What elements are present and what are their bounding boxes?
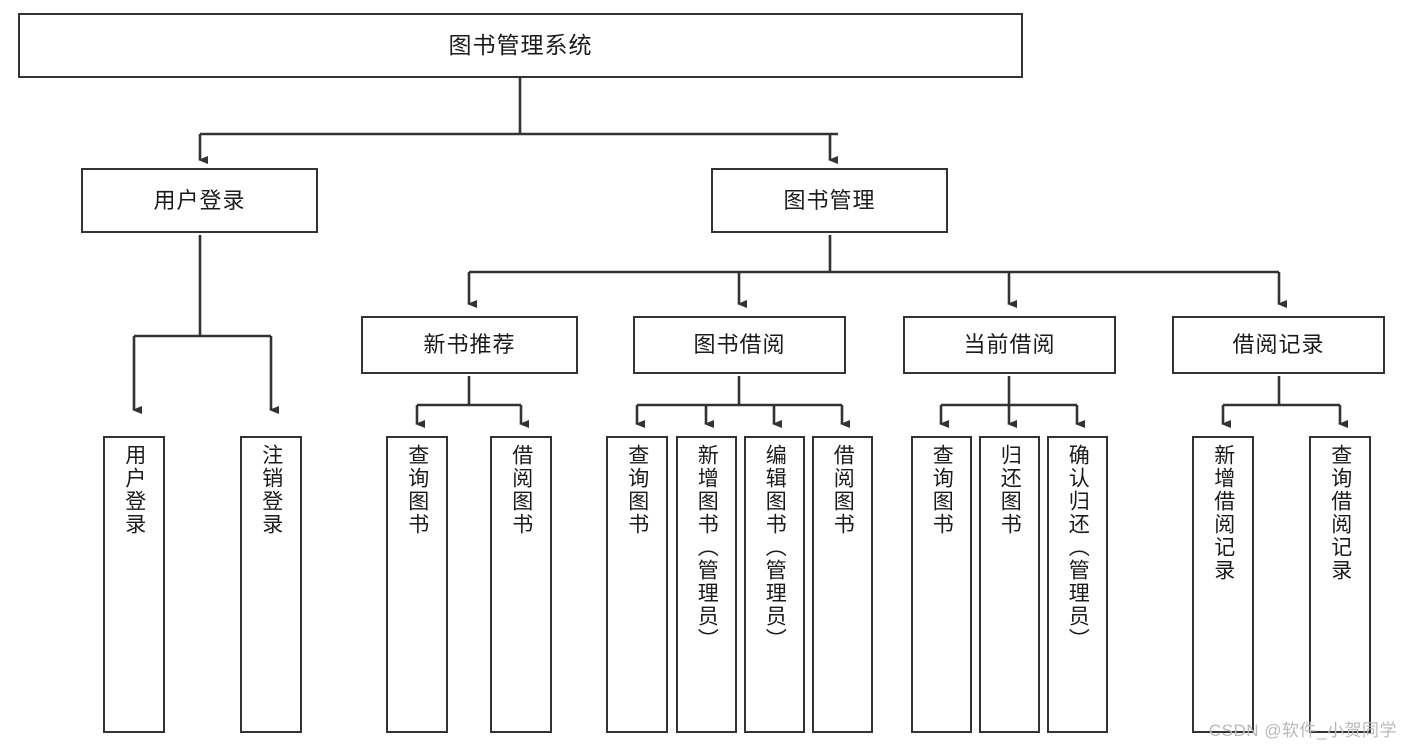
node-new-book-recommend[interactable]: 新书推荐 — [361, 316, 578, 374]
node-label: 图书管理系统 — [448, 32, 593, 59]
node-root-library-system[interactable]: 图书管理系统 — [18, 13, 1023, 78]
node-label: 查询借阅记录 — [1328, 444, 1352, 582]
leaf-current-borrow-return[interactable]: 归还图书 — [979, 436, 1040, 733]
node-label: 编辑图书（管理员） — [763, 444, 787, 651]
node-label: 用户登录 — [122, 444, 146, 536]
node-borrow-record[interactable]: 借阅记录 — [1172, 316, 1385, 374]
leaf-book-borrow-add[interactable]: 新增图书（管理员） — [676, 436, 737, 733]
node-label: 图书管理 — [783, 187, 876, 213]
node-current-borrow[interactable]: 当前借阅 — [903, 316, 1116, 374]
leaf-user-login-signin[interactable]: 用户登录 — [103, 436, 165, 733]
leaf-book-borrow-borrow[interactable]: 借阅图书 — [812, 436, 873, 733]
leaf-user-login-signout[interactable]: 注销登录 — [240, 436, 302, 733]
node-label: 查询图书 — [625, 444, 649, 536]
node-label: 新增借阅记录 — [1211, 444, 1235, 582]
node-label: 图书借阅 — [693, 332, 786, 358]
watermark: CSDN @软件_小贺同学 — [1208, 721, 1397, 740]
node-user-login[interactable]: 用户登录 — [81, 168, 318, 233]
leaf-new-book-query[interactable]: 查询图书 — [386, 436, 448, 733]
node-label: 注销登录 — [259, 444, 283, 536]
leaf-current-borrow-query[interactable]: 查询图书 — [911, 436, 972, 733]
node-label: 查询图书 — [405, 444, 429, 536]
leaf-new-book-borrow[interactable]: 借阅图书 — [490, 436, 552, 733]
leaf-book-borrow-edit[interactable]: 编辑图书（管理员） — [744, 436, 805, 733]
node-label: 归还图书 — [998, 444, 1022, 536]
node-label: 借阅图书 — [509, 444, 533, 536]
node-book-management[interactable]: 图书管理 — [711, 168, 948, 233]
node-label: 用户登录 — [153, 187, 246, 213]
leaf-current-borrow-confirm-return[interactable]: 确认归还（管理员） — [1047, 436, 1108, 733]
node-label: 新增图书（管理员） — [695, 444, 719, 651]
node-label: 查询图书 — [930, 444, 954, 536]
leaf-book-borrow-query[interactable]: 查询图书 — [606, 436, 668, 733]
leaf-borrow-record-query[interactable]: 查询借阅记录 — [1309, 436, 1371, 733]
leaf-borrow-record-add[interactable]: 新增借阅记录 — [1192, 436, 1254, 733]
node-label: 新书推荐 — [423, 332, 516, 358]
node-label: 确认归还（管理员） — [1066, 444, 1090, 651]
node-label: 借阅记录 — [1232, 332, 1325, 358]
node-label: 借阅图书 — [831, 444, 855, 536]
node-label: 当前借阅 — [963, 332, 1056, 358]
node-book-borrow[interactable]: 图书借阅 — [633, 316, 846, 374]
